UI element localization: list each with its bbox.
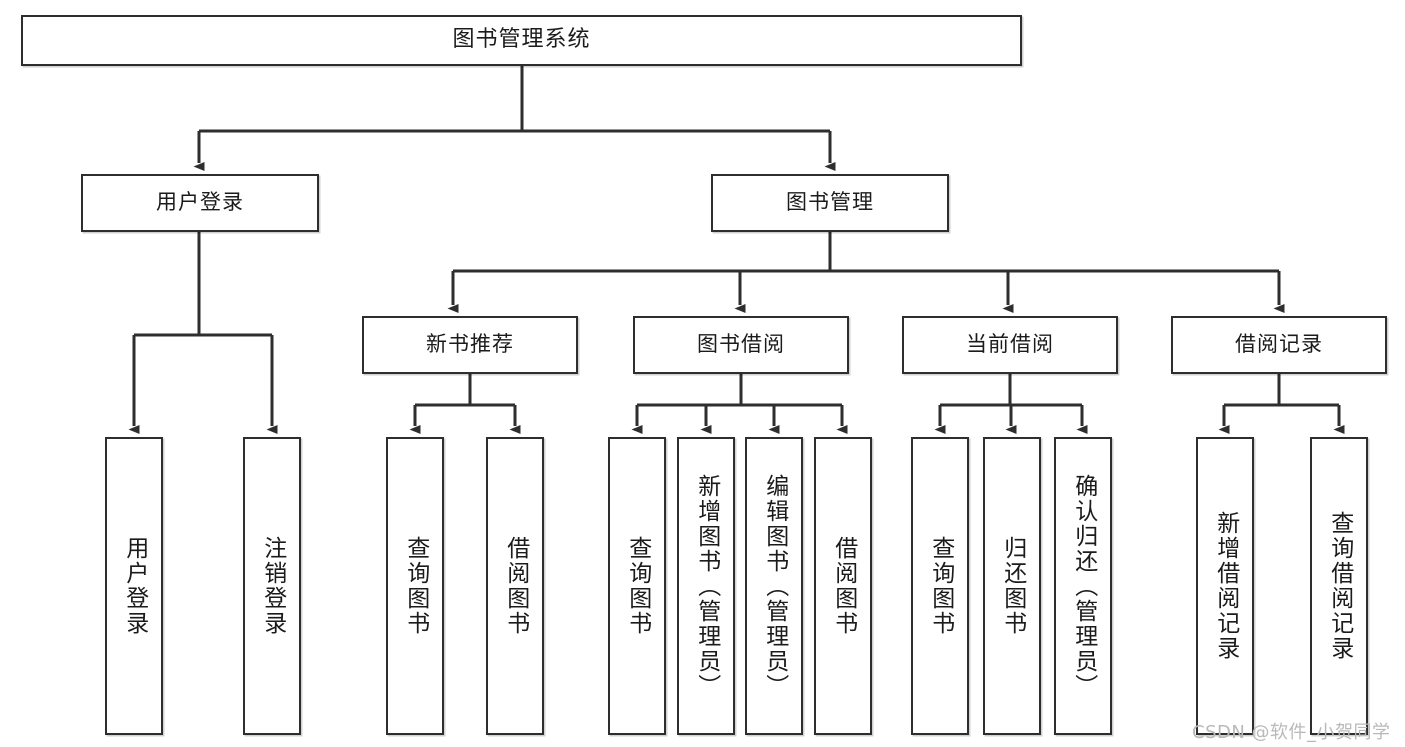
node-label: 查询图书 xyxy=(624,536,651,636)
node-leaf-return-book[interactable]: 归还图书 xyxy=(983,437,1041,735)
node-book-borrow[interactable]: 图书借阅 xyxy=(633,316,849,374)
node-leaf-borrow-book-2[interactable]: 借阅图书 xyxy=(814,437,872,735)
node-label: 新书推荐 xyxy=(426,332,514,357)
node-leaf-query-book-2[interactable]: 查询图书 xyxy=(608,437,666,735)
node-label: 当前借阅 xyxy=(966,332,1054,357)
node-label: 查询图书 xyxy=(927,536,954,636)
node-label: 借阅图书 xyxy=(830,536,857,636)
node-leaf-add-book[interactable]: 新增图书（管理员） xyxy=(677,437,735,735)
node-user-login[interactable]: 用户登录 xyxy=(81,174,319,232)
node-leaf-query-record[interactable]: 查询借阅记录 xyxy=(1310,437,1368,735)
node-label: 编辑图书（管理员） xyxy=(761,473,788,699)
node-label: 用户登录 xyxy=(156,190,244,215)
node-leaf-query-book-1[interactable]: 查询图书 xyxy=(386,437,444,735)
node-label: 新增图书（管理员） xyxy=(693,473,720,699)
node-leaf-borrow-book-1[interactable]: 借阅图书 xyxy=(486,437,544,735)
node-leaf-edit-book[interactable]: 编辑图书（管理员） xyxy=(745,437,803,735)
node-label: 查询借阅记录 xyxy=(1326,511,1353,661)
node-label: 借阅记录 xyxy=(1235,332,1323,357)
node-label: 归还图书 xyxy=(999,536,1026,636)
node-leaf-user-login[interactable]: 用户登录 xyxy=(105,437,163,735)
node-label: 图书管理系统 xyxy=(452,27,591,53)
node-borrow-record[interactable]: 借阅记录 xyxy=(1171,316,1387,374)
node-leaf-add-record[interactable]: 新增借阅记录 xyxy=(1196,437,1254,735)
node-label: 查询图书 xyxy=(402,536,429,636)
node-label: 用户登录 xyxy=(121,536,148,636)
node-leaf-query-book-3[interactable]: 查询图书 xyxy=(911,437,969,735)
node-current-borrow[interactable]: 当前借阅 xyxy=(902,316,1118,374)
csdn-watermark: CSDN @软件_小贺同学 xyxy=(1192,722,1391,743)
node-label: 新增借阅记录 xyxy=(1212,511,1239,661)
node-book-manage[interactable]: 图书管理 xyxy=(711,174,949,232)
node-label: 图书借阅 xyxy=(697,332,785,357)
node-leaf-logout[interactable]: 注销登录 xyxy=(243,437,301,735)
node-new-book-recommend[interactable]: 新书推荐 xyxy=(362,316,578,374)
node-leaf-confirm-return[interactable]: 确认归还（管理员） xyxy=(1054,437,1112,735)
node-root-system[interactable]: 图书管理系统 xyxy=(21,15,1022,66)
node-label: 图书管理 xyxy=(786,190,874,215)
node-label: 注销登录 xyxy=(259,536,286,636)
node-label: 借阅图书 xyxy=(502,536,529,636)
node-label: 确认归还（管理员） xyxy=(1070,473,1097,699)
